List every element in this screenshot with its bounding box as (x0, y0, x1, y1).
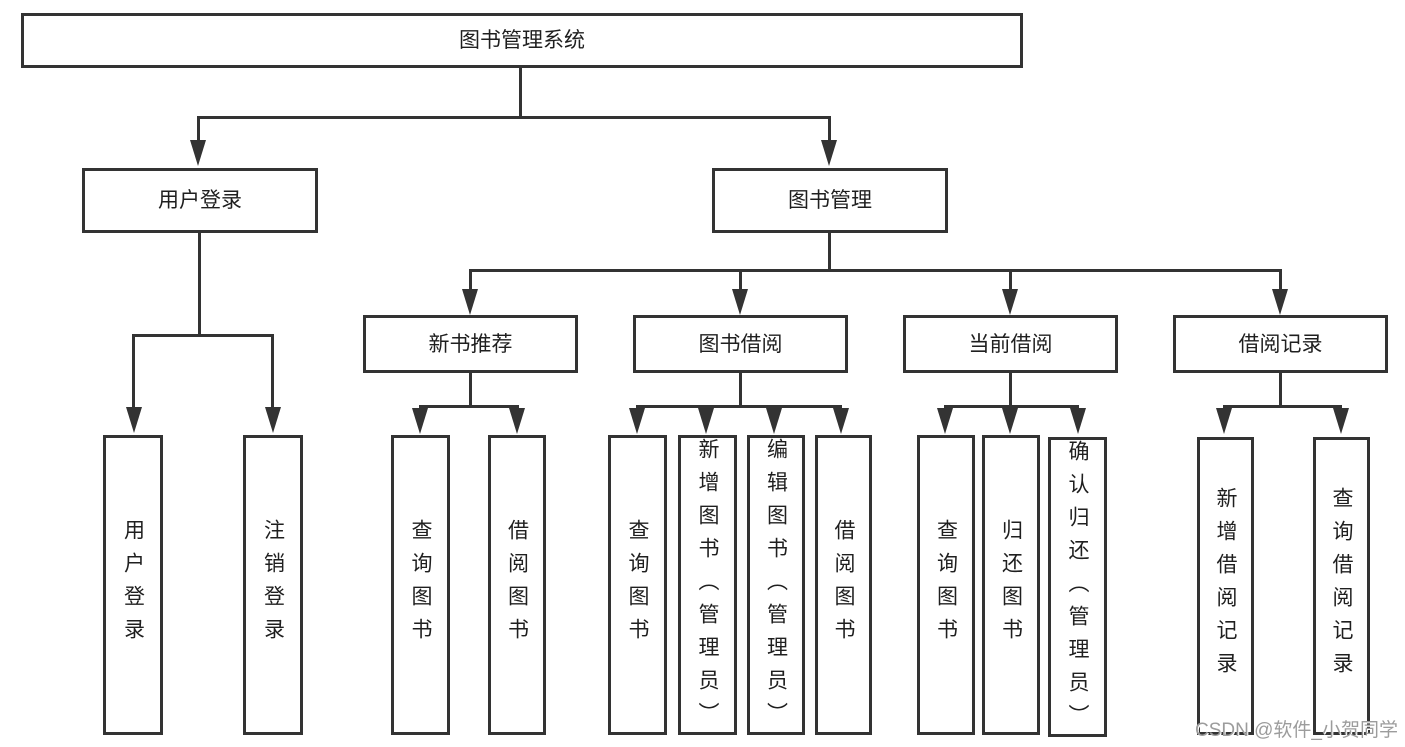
node-user-login-label: 用户登录 (158, 189, 242, 212)
arrowhead-down (1333, 408, 1349, 434)
connector-line (828, 233, 831, 272)
arrowhead-down (629, 408, 645, 434)
leaf-logout-label: 注销登录 (261, 519, 285, 651)
arrowhead-down (821, 140, 837, 166)
leaf-bb-add-book-admin-label: 新增图书（管理员） (696, 438, 719, 735)
leaf-nbr-query-books: 查询图书 (391, 435, 450, 735)
leaf-cb-confirm-return-admin: 确认归还（管理员） (1048, 437, 1107, 737)
arrowhead-down (1002, 289, 1018, 315)
connector-line (828, 116, 831, 144)
connector-line (739, 373, 742, 408)
connector-line (198, 233, 201, 337)
node-user-login: 用户登录 (82, 168, 318, 233)
arrowhead-down (190, 140, 206, 166)
leaf-br-add-record-label: 新增借阅记录 (1214, 487, 1237, 685)
node-book-borrowing-label: 图书借阅 (698, 332, 783, 356)
leaf-bb-edit-book-admin-label: 编辑图书（管理员） (764, 438, 788, 735)
node-borrowing-records-label: 借阅记录 (1238, 332, 1323, 356)
watermark-text: CSDN @软件_小贺同学 (1195, 720, 1398, 741)
leaf-bb-add-book-admin: 新增图书（管理员） (678, 435, 737, 735)
arrowhead-down (1070, 408, 1086, 434)
connector-line (197, 116, 830, 119)
arrowhead-down (462, 289, 478, 315)
leaf-bb-query-books-label: 查询图书 (626, 519, 649, 651)
connector-line (197, 116, 200, 144)
connector-line (1009, 373, 1012, 408)
node-root-label: 图书管理系统 (459, 29, 585, 52)
connector-line (132, 334, 274, 337)
connector-line (944, 405, 1079, 408)
arrowhead-down (937, 408, 953, 434)
arrowhead-down (412, 408, 428, 434)
leaf-bb-borrow-books: 借阅图书 (815, 435, 872, 735)
connector-line (469, 269, 1282, 272)
connector-line (1223, 405, 1342, 408)
leaf-logout: 注销登录 (243, 435, 303, 735)
leaf-cb-query-books: 查询图书 (917, 435, 975, 735)
leaf-cb-return-books-label: 归还图书 (999, 519, 1023, 651)
arrowhead-down (509, 408, 525, 434)
node-book-management: 图书管理 (712, 168, 948, 233)
node-borrowing-records: 借阅记录 (1173, 315, 1388, 373)
connector-line (739, 269, 742, 291)
node-book-borrowing: 图书借阅 (633, 315, 848, 373)
node-current-borrowing: 当前借阅 (903, 315, 1118, 373)
node-root: 图书管理系统 (21, 13, 1023, 68)
leaf-br-query-record: 查询借阅记录 (1313, 437, 1370, 735)
leaf-bb-query-books: 查询图书 (608, 435, 667, 735)
arrowhead-down (766, 408, 782, 434)
arrowhead-down (698, 408, 714, 434)
leaf-nbr-borrow-books-label: 借阅图书 (505, 519, 529, 651)
leaf-nbr-borrow-books: 借阅图书 (488, 435, 546, 735)
connector-line (636, 405, 842, 408)
connector-line (132, 334, 135, 409)
connector-line (419, 405, 519, 408)
leaf-cb-return-books: 归还图书 (982, 435, 1040, 735)
node-current-borrowing-label: 当前借阅 (968, 332, 1053, 356)
connector-line (1009, 269, 1012, 291)
arrowhead-down (265, 407, 281, 433)
leaf-user-login: 用户登录 (103, 435, 163, 735)
leaf-user-login-label: 用户登录 (121, 519, 145, 651)
connector-line (271, 334, 274, 409)
leaf-bb-borrow-books-label: 借阅图书 (832, 519, 855, 651)
connector-line (1279, 373, 1282, 408)
leaf-cb-confirm-return-admin-label: 确认归还（管理员） (1066, 440, 1089, 737)
arrowhead-down (126, 407, 142, 433)
node-book-management-label: 图书管理 (788, 189, 872, 212)
arrowhead-down (1002, 408, 1018, 434)
watermark: CSDN @软件_小贺同学 (1183, 715, 1398, 742)
connector-line (519, 68, 522, 118)
leaf-cb-query-books-label: 查询图书 (934, 519, 958, 651)
connector-line (469, 373, 472, 408)
leaf-bb-edit-book-admin: 编辑图书（管理员） (747, 435, 805, 735)
node-new-book-recommend-label: 新书推荐 (428, 332, 513, 356)
leaf-nbr-query-books-label: 查询图书 (409, 519, 432, 651)
connector-line (1279, 269, 1282, 291)
leaf-br-query-record-label: 查询借阅记录 (1330, 487, 1353, 685)
arrowhead-down (833, 408, 849, 434)
connector-line (469, 269, 472, 291)
node-new-book-recommend: 新书推荐 (363, 315, 578, 373)
arrowhead-down (1272, 289, 1288, 315)
arrowhead-down (1216, 408, 1232, 434)
arrowhead-down (732, 289, 748, 315)
leaf-br-add-record: 新增借阅记录 (1197, 437, 1254, 735)
